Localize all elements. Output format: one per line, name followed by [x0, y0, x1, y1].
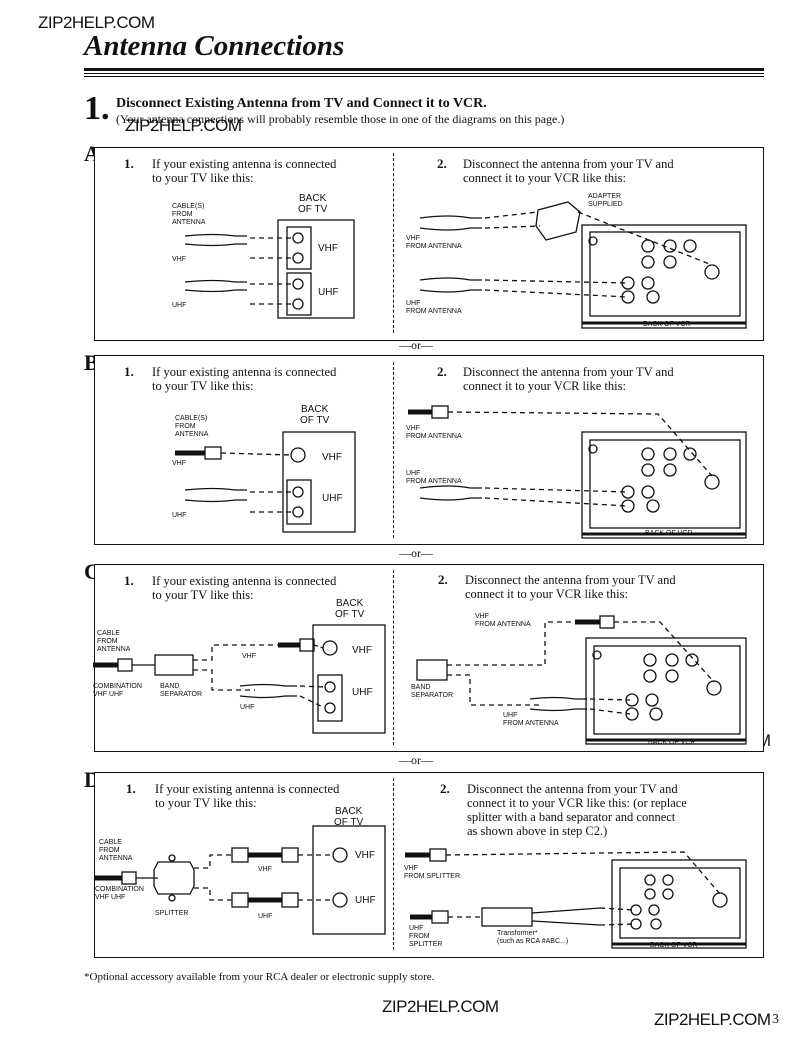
diagram-label: VHF [322, 452, 342, 463]
diagram-label: UHF [172, 512, 187, 519]
diagram-label: UHF [318, 287, 339, 298]
or-separator: —or— [399, 753, 433, 767]
step-heading: Disconnect Existing Antenna from TV and … [116, 96, 487, 111]
instruction-number: 1. [126, 781, 136, 796]
diagram-label: VHF [258, 866, 272, 873]
vhf-terminal-block [286, 226, 312, 270]
splitter [153, 861, 195, 895]
section-divider [393, 153, 394, 333]
diagram-label: VHF [352, 645, 372, 656]
section-c [94, 564, 764, 752]
diagram-label: VHF [172, 256, 186, 263]
step-subtext: (Your antenna connections will probably … [116, 112, 565, 126]
instruction-number: 1. [124, 156, 134, 171]
watermark: ZIP2HELP.COM [382, 997, 499, 1016]
diagram-label: VHF [242, 653, 256, 660]
instruction-number: 2. [438, 572, 448, 587]
diagram-label: BACK OF VCR [648, 739, 696, 746]
section-divider [393, 778, 394, 950]
or-separator: —or— [399, 338, 433, 352]
section-divider [393, 570, 394, 745]
watermark: ZIP2HELP.COM [125, 116, 242, 135]
instruction-number: 2. [437, 364, 447, 379]
instruction-number: 2. [440, 781, 450, 796]
title-rule [84, 76, 764, 77]
diagram-label: UHF [258, 913, 273, 920]
tv-back-panel [277, 219, 355, 319]
section-a [94, 147, 764, 341]
diagram-label: VHF [318, 243, 338, 254]
title-rule [84, 73, 764, 74]
diagram-label: UHF [352, 687, 373, 698]
diagram-label: UHF [240, 704, 255, 711]
watermark: ZIP2HELP.COM [38, 13, 155, 32]
instruction-number: 1. [124, 573, 134, 588]
watermark: ZIP2HELP.COM [654, 1010, 771, 1029]
adapter [535, 201, 581, 241]
footnote: *Optional accessory available from your … [84, 971, 435, 983]
title-rule [84, 68, 764, 71]
diagram-label: SPLITTER [155, 910, 189, 917]
page-title: Antenna Connections [84, 30, 345, 62]
instruction-number: 2. [437, 156, 447, 171]
diagram-label: UHF [322, 493, 343, 504]
or-separator: —or— [399, 546, 433, 560]
diagram-label: UHF [172, 302, 187, 309]
transformer [481, 907, 533, 927]
instruction-number: 1. [124, 364, 134, 379]
diagram-label: Transformer*(such as RCA #ABC...) [497, 930, 569, 945]
uhf-terminal-block [286, 272, 312, 316]
diagram-label: VHF [172, 460, 186, 467]
diagram-label: VHF [355, 850, 375, 861]
section-divider [393, 362, 394, 538]
step-number: 1. [84, 90, 110, 127]
page-number: 3 [772, 1012, 779, 1027]
diagram-label: UHF [355, 895, 376, 906]
